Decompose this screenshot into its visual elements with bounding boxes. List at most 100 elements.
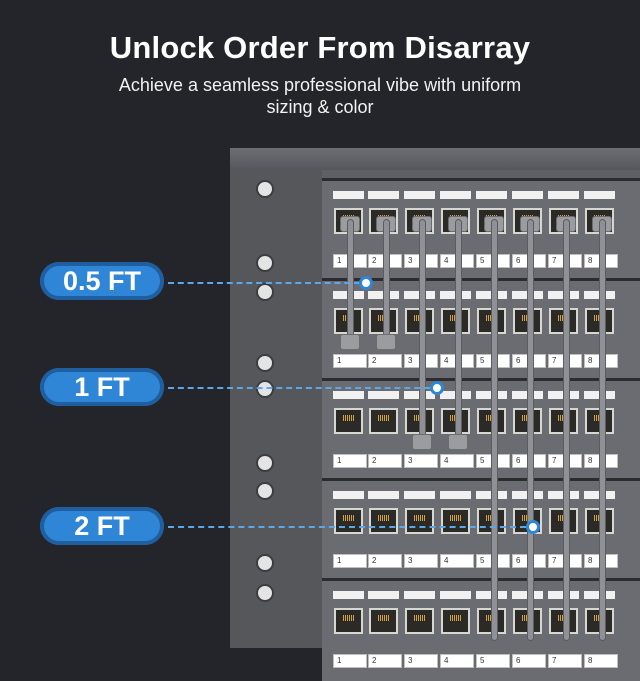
- rj45-port: [549, 408, 578, 434]
- port-label-strip: [368, 291, 399, 299]
- port-label-strip: [512, 491, 543, 499]
- patch-cable: [564, 220, 569, 640]
- port-label-strip: [584, 591, 615, 599]
- headline: Unlock Order From Disarray: [109, 30, 531, 65]
- patch-cable: [528, 220, 533, 640]
- mounting-hole: [256, 554, 274, 572]
- port-label-strip: [548, 291, 579, 299]
- rj45-port: [585, 608, 614, 634]
- port-number: 7: [548, 654, 582, 668]
- callout-dot: [430, 381, 444, 395]
- rj45-port: [369, 608, 398, 634]
- rj45-port: [477, 608, 506, 634]
- rj45-port: [405, 508, 434, 534]
- rj45-port: [513, 408, 542, 434]
- port-label-strip: [404, 291, 435, 299]
- rj45-port: [405, 308, 434, 334]
- patch-cable: [492, 220, 497, 640]
- rj45-port: [585, 408, 614, 434]
- port-label-strip: [548, 591, 579, 599]
- port-label-strip: [440, 191, 471, 199]
- rj45-port: [441, 308, 470, 334]
- port-label-strip: [440, 491, 471, 499]
- callout-line: [168, 282, 360, 284]
- mounting-hole: [256, 380, 274, 398]
- port-label-strip: [512, 391, 543, 399]
- mounting-hole: [256, 482, 274, 500]
- port-number: 1: [333, 454, 367, 468]
- port-label-strip: [512, 291, 543, 299]
- callout-line: [168, 387, 430, 389]
- cable-plug: [376, 334, 396, 350]
- rj45-port: [441, 408, 470, 434]
- port-label-strip: [512, 591, 543, 599]
- port-label-strip: [440, 291, 471, 299]
- port-label-strip: [404, 191, 435, 199]
- cable-plug: [340, 334, 360, 350]
- port-label-strip: [548, 191, 579, 199]
- rj45-port: [549, 608, 578, 634]
- rj45-port: [513, 308, 542, 334]
- mounting-hole: [256, 584, 274, 602]
- rj45-port: [369, 308, 398, 334]
- port-number: 3: [404, 654, 438, 668]
- port-label-strip: [548, 491, 579, 499]
- port-number: 2: [368, 354, 402, 368]
- rj45-port: [334, 408, 363, 434]
- port-label-strip: [333, 391, 364, 399]
- port-label-strip: [584, 491, 615, 499]
- patch-cable: [420, 220, 425, 440]
- rj45-port: [334, 608, 363, 634]
- port-label-strip: [368, 391, 399, 399]
- port-number: 2: [368, 554, 402, 568]
- port-label-strip: [404, 591, 435, 599]
- rj45-port: [441, 508, 470, 534]
- mounting-hole: [256, 454, 274, 472]
- rack-top-cover: [230, 148, 640, 170]
- port-label-strip: [368, 591, 399, 599]
- port-label-strip: [368, 491, 399, 499]
- length-badge-0-5ft: 0.5 FT: [40, 262, 164, 300]
- rj45-port: [334, 508, 363, 534]
- rj45-port: [369, 408, 398, 434]
- port-label-strip: [476, 491, 507, 499]
- length-badge-1ft: 1 FT: [40, 368, 164, 406]
- port-label-strip: [512, 191, 543, 199]
- port-number: 1: [333, 554, 367, 568]
- rj45-port: [585, 508, 614, 534]
- rj45-port: [405, 608, 434, 634]
- cable-plug: [448, 434, 468, 450]
- port-label-strip: [584, 291, 615, 299]
- port-label-strip: [368, 191, 399, 199]
- mounting-hole: [256, 283, 274, 301]
- port-number: 8: [584, 654, 618, 668]
- rj45-port: [585, 308, 614, 334]
- length-badge-2ft: 2 FT: [40, 507, 164, 545]
- patch-cable: [600, 220, 605, 640]
- subheadline: Achieve a seamless professional vibe wit…: [118, 75, 522, 117]
- port-number: 5: [476, 654, 510, 668]
- port-number: 2: [368, 654, 402, 668]
- port-label-strip: [333, 591, 364, 599]
- mounting-hole: [256, 180, 274, 198]
- rj45-port: [477, 408, 506, 434]
- port-label-strip: [476, 591, 507, 599]
- callout-line: [168, 526, 526, 528]
- port-label-strip: [404, 491, 435, 499]
- port-number: 4: [440, 654, 474, 668]
- port-number: 4: [440, 454, 474, 468]
- rj45-port: [549, 508, 578, 534]
- patch-cable: [384, 220, 389, 340]
- port-number: 1: [333, 654, 367, 668]
- rj45-port: [369, 508, 398, 534]
- port-label-strip: [333, 491, 364, 499]
- callout-dot: [359, 276, 373, 290]
- port-label-strip: [440, 391, 471, 399]
- port-label-strip: [548, 391, 579, 399]
- port-number: 3: [404, 454, 438, 468]
- port-label-strip: [584, 191, 615, 199]
- port-label-strip: [476, 291, 507, 299]
- port-number: 1: [333, 354, 367, 368]
- rj45-port: [513, 608, 542, 634]
- mounting-hole: [256, 354, 274, 372]
